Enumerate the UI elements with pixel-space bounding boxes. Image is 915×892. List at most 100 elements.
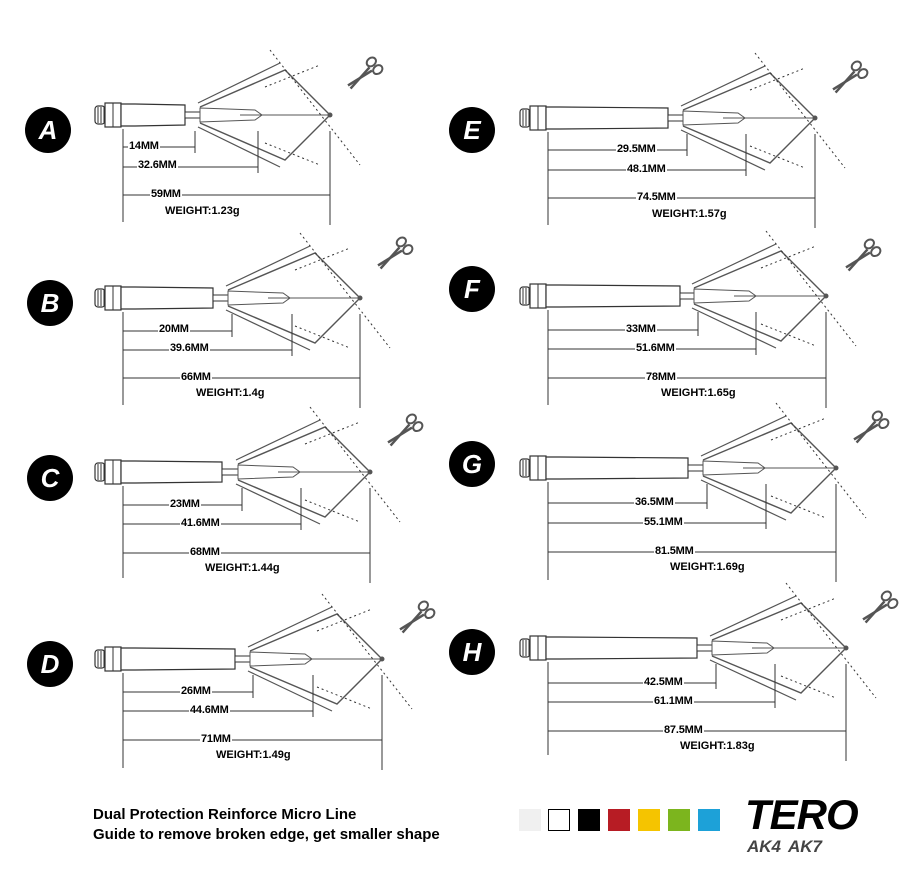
brand-sublogo-1: AK4: [747, 837, 782, 856]
weight-a: WEIGHT:1.23g: [165, 205, 240, 217]
inner-cone-h: [711, 640, 775, 656]
inner-cone-g: [702, 460, 766, 476]
flight-tip-a: [327, 112, 333, 118]
flight-tip-e: [812, 115, 818, 121]
flight-tip-b: [357, 295, 363, 301]
cut-line-bottom-b: [294, 325, 351, 349]
flight-tip-d: [379, 656, 385, 662]
inner-cone-b: [227, 290, 291, 306]
swatch-light-gray: [519, 809, 541, 831]
shaft-body-c: [120, 460, 223, 484]
dim-1-e: 29.5MM: [616, 143, 657, 156]
cut-line-top-g: [770, 417, 827, 441]
swatch-white: [548, 809, 570, 831]
cut-line-diag-a: [269, 49, 361, 166]
shaft-body-d: [120, 647, 236, 671]
cut-line-top-a: [264, 64, 321, 88]
variant-badge-g: G: [449, 441, 495, 487]
variant-badge-a: A: [25, 107, 71, 153]
variant-badge-e: E: [449, 107, 495, 153]
inner-cone-d: [249, 651, 313, 667]
cut-line-bottom-d: [316, 686, 373, 710]
flight-edge-e: [680, 65, 766, 171]
dim-2-g: 55.1MM: [643, 516, 684, 529]
swatch-green: [668, 809, 690, 831]
cut-line-bottom-c: [304, 499, 361, 523]
flight-edge-b: [225, 245, 311, 351]
inner-cone-f: [693, 288, 757, 304]
variant-badge-d: D: [27, 641, 73, 687]
flight-tip-g: [833, 465, 839, 471]
cut-line-top-f: [760, 245, 817, 269]
shaft-body-g: [545, 456, 689, 480]
cut-line-bottom-h: [780, 675, 837, 699]
footer-line-1: Dual Protection Reinforce Micro Line: [93, 806, 357, 823]
swatch-blue: [698, 809, 720, 831]
dim-3-b: 66MM: [180, 371, 212, 384]
cut-line-top-d: [316, 608, 373, 632]
dim-3-d: 71MM: [200, 733, 232, 746]
flight-edge-a: [197, 62, 281, 168]
cut-line-diag-f: [765, 230, 857, 347]
dim-1-f: 33MM: [625, 323, 657, 336]
flight-edge-c: [235, 419, 321, 525]
inner-cone-c: [237, 464, 301, 480]
flight-edge-f: [691, 243, 777, 349]
shaft-body-a: [120, 103, 186, 127]
dim-3-g: 81.5MM: [654, 545, 695, 558]
scissors-icon: [399, 600, 436, 634]
flight-edge-d: [247, 606, 333, 712]
weight-c: WEIGHT:1.44g: [205, 562, 280, 574]
brand-sublogo-2: AK7: [788, 837, 823, 856]
weight-g: WEIGHT:1.69g: [670, 561, 745, 573]
dim-1-c: 23MM: [169, 498, 201, 511]
dim-1-d: 26MM: [180, 685, 212, 698]
dim-2-f: 51.6MM: [635, 342, 676, 355]
cut-line-diag-h: [785, 582, 877, 699]
variant-badge-b: B: [27, 280, 73, 326]
variant-badge-f: F: [449, 266, 495, 312]
flight-tip-f: [823, 293, 829, 299]
variant-badge-c: C: [27, 455, 73, 501]
dim-3-h: 87.5MM: [663, 724, 704, 737]
swatch-yellow: [638, 809, 660, 831]
dim-2-d: 44.6MM: [189, 704, 230, 717]
dim-2-b: 39.6MM: [169, 342, 210, 355]
cut-line-top-c: [304, 421, 361, 445]
flight-tip-c: [367, 469, 373, 475]
weight-e: WEIGHT:1.57g: [652, 208, 727, 220]
dim-3-e: 74.5MM: [636, 191, 677, 204]
inner-cone-a: [199, 107, 263, 123]
scissors-icon: [862, 590, 899, 624]
weight-d: WEIGHT:1.49g: [216, 749, 291, 761]
flight-edge-g: [700, 415, 787, 521]
variant-badge-h: H: [449, 629, 495, 675]
shaft-body-b: [120, 286, 214, 310]
weight-h: WEIGHT:1.83g: [680, 740, 755, 752]
dim-2-a: 32.6MM: [137, 159, 178, 172]
flight-edge-h: [709, 595, 797, 701]
scissors-icon: [845, 238, 882, 272]
dim-2-h: 61.1MM: [653, 695, 694, 708]
inner-cone-e: [682, 110, 746, 126]
dim-3-a: 59MM: [150, 188, 182, 201]
cut-line-top-b: [294, 247, 351, 271]
dim-1-a: 14MM: [128, 140, 160, 153]
scissors-icon: [377, 236, 414, 270]
dim-1-g: 36.5MM: [634, 496, 675, 509]
cut-line-diag-b: [299, 232, 391, 349]
scissors-icon: [347, 56, 384, 90]
cut-line-diag-c: [309, 406, 401, 523]
cut-line-bottom-g: [770, 495, 827, 519]
shaft-body-e: [545, 106, 669, 130]
brand-logo: TERO: [745, 791, 859, 838]
weight-f: WEIGHT:1.65g: [661, 387, 736, 399]
dim-3-f: 78MM: [645, 371, 677, 384]
dim-1-b: 20MM: [158, 323, 190, 336]
footer-line-2: Guide to remove broken edge, get smaller…: [93, 826, 440, 843]
dim-2-e: 48.1MM: [626, 163, 667, 176]
flight-tip-h: [843, 645, 849, 651]
dim-2-c: 41.6MM: [180, 517, 221, 530]
